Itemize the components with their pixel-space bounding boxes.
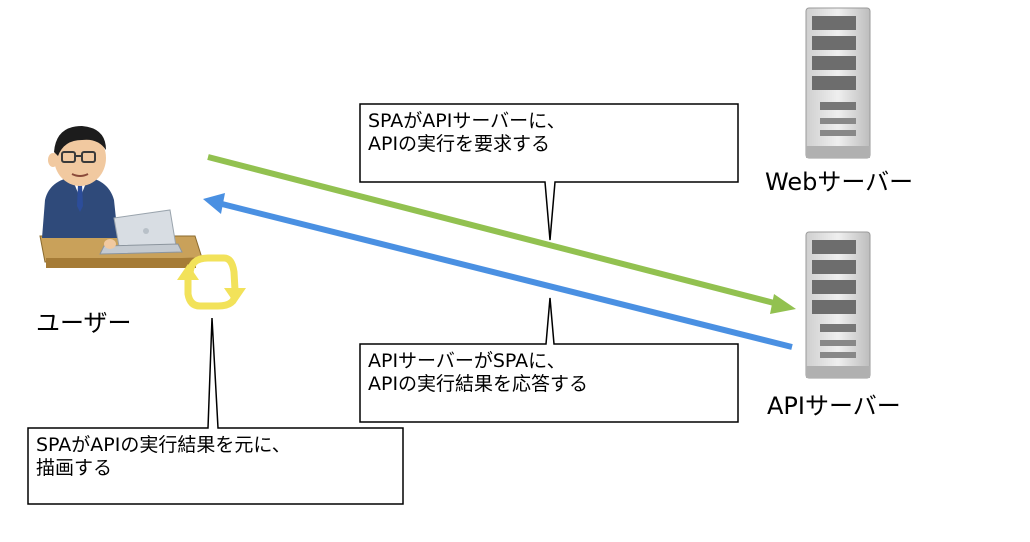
request-callout-bubble [359,103,739,241]
user-label: ユーザー [36,309,132,337]
request-arrowhead [770,294,796,314]
api-server-icon [805,231,871,379]
request-callout-text: SPAがAPIサーバーに、 APIの実行を要求する [368,110,566,155]
api-server-label: APIサーバー [767,392,901,420]
response-arrowhead [203,193,225,214]
web-server-icon [805,7,871,159]
response-callout-bubble [359,297,739,423]
response-arrow [217,200,793,350]
response-callout-text: APIサーバーがSPAに、 APIの実行結果を応答する [368,350,589,395]
request-arrow [207,154,783,308]
render-callout-bubble [27,317,404,505]
user-with-laptop-icon [39,126,203,268]
refresh-arrowhead-up [177,264,199,280]
refresh-arrowhead-down [224,288,246,304]
web-server-label: Webサーバー [765,168,914,196]
render-callout-text: SPAがAPIの実行結果を元に、 描画する [36,434,291,479]
refresh-icon [184,254,239,310]
